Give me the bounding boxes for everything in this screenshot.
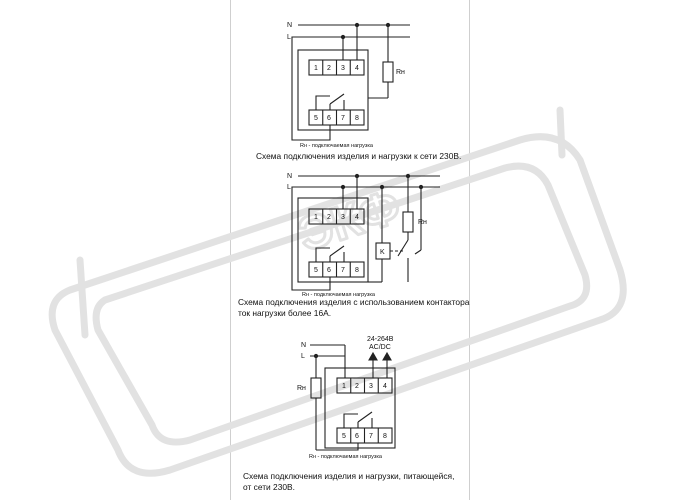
relay-device-1: [297, 49, 369, 131]
caption-2-line2: ток нагрузки более 16А.: [238, 308, 332, 318]
caption-3-line2: от сети 230В.: [243, 482, 295, 492]
caption-3-line1: Схема подключения изделия и нагрузки, пи…: [243, 471, 455, 481]
line-l-label-1: L: [287, 34, 291, 41]
load-note-2: Rн - подключаемая нагрузка: [302, 292, 376, 298]
terminal-2-4: 4: [355, 214, 359, 221]
terminal-2-5: 5: [314, 267, 318, 274]
terminal-3-2: 2: [355, 383, 359, 390]
terminal-3-8: 8: [383, 433, 387, 440]
load-label-1: Rн: [396, 69, 405, 76]
line-n-label-1: N: [287, 22, 292, 29]
terminal-2-3: 3: [341, 214, 345, 221]
terminal-1-4: 4: [355, 65, 359, 72]
terminal-3-4: 4: [383, 383, 387, 390]
supply-voltage-label: 24-264В: [367, 336, 394, 343]
load-note-1: Rн - подключаемая нагрузка: [300, 143, 374, 149]
terminal-2-7: 7: [341, 267, 345, 274]
diagram-1: [291, 22, 410, 141]
diagram-3: [310, 344, 396, 451]
load-label-2: Rн: [418, 219, 427, 226]
terminal-2-6: 6: [327, 267, 331, 274]
load-note-3: Rн - подключаемая нагрузка: [309, 454, 383, 460]
load-label-3: Rн: [297, 385, 306, 392]
relay-device-2: [297, 197, 369, 283]
terminal-2-2: 2: [327, 214, 331, 221]
terminal-3-3: 3: [369, 383, 373, 390]
terminal-1-8: 8: [355, 115, 359, 122]
terminal-1-3: 3: [341, 65, 345, 72]
terminal-1-1: 1: [314, 65, 318, 72]
line-l-label-2: L: [287, 184, 291, 191]
terminal-1-2: 2: [327, 65, 331, 72]
caption-1: Схема подключения изделия и нагрузки к с…: [256, 151, 462, 161]
terminal-1-7: 7: [341, 115, 345, 122]
caption-2-line1: Схема подключения изделия с использовани…: [238, 297, 470, 307]
contactor-label: K: [380, 249, 385, 256]
line-l-label-3: L: [301, 353, 305, 360]
diagram-2: [291, 173, 440, 291]
terminal-1-5: 5: [314, 115, 318, 122]
terminal-3-5: 5: [342, 433, 346, 440]
schematic-panel: [230, 0, 470, 500]
terminal-3-7: 7: [369, 433, 373, 440]
load-resistor-1: [382, 61, 394, 83]
relay-device-3: [324, 367, 396, 449]
line-n-label-2: N: [287, 173, 292, 180]
terminal-3-6: 6: [355, 433, 359, 440]
terminal-1-6: 6: [327, 115, 331, 122]
terminal-3-1: 1: [342, 383, 346, 390]
supply-type-label: AC/DC: [369, 344, 391, 351]
line-n-label-3: N: [301, 342, 306, 349]
terminal-2-1: 1: [314, 214, 318, 221]
terminal-2-8: 8: [355, 267, 359, 274]
